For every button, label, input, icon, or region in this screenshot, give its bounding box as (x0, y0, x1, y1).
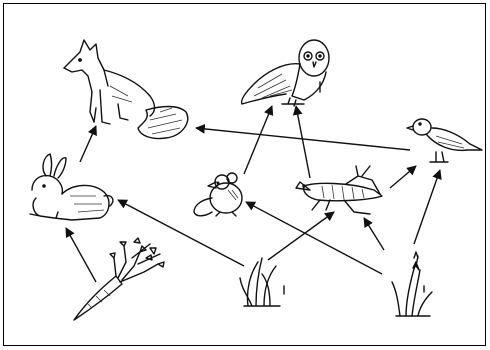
arrow-rabbit-to-fox (79, 125, 97, 163)
arrow-wheat-to-mouse (245, 201, 383, 275)
carrot-icon (73, 237, 165, 321)
bird-icon (406, 118, 483, 163)
arrow-grasshopper-to-owl (292, 105, 311, 179)
mouse-icon (193, 172, 243, 217)
owl-icon (240, 39, 330, 107)
arrow-grass-to-grasshopper (267, 211, 335, 261)
wheat-icon (391, 251, 433, 317)
grass-icon (239, 257, 285, 307)
arrow-wheat-to-grasshopper (363, 217, 385, 251)
arrow-mouse-to-owl (243, 105, 274, 175)
arrow-carrot-to-rabbit (65, 227, 97, 283)
grasshopper-icon (295, 165, 383, 215)
arrow-grass-to-rabbit (117, 199, 245, 267)
fox-icon (63, 39, 189, 140)
arrow-grasshopper-to-bird (389, 165, 417, 189)
arrow-wheat-to-bird (413, 169, 442, 245)
rabbit-icon (29, 153, 114, 221)
